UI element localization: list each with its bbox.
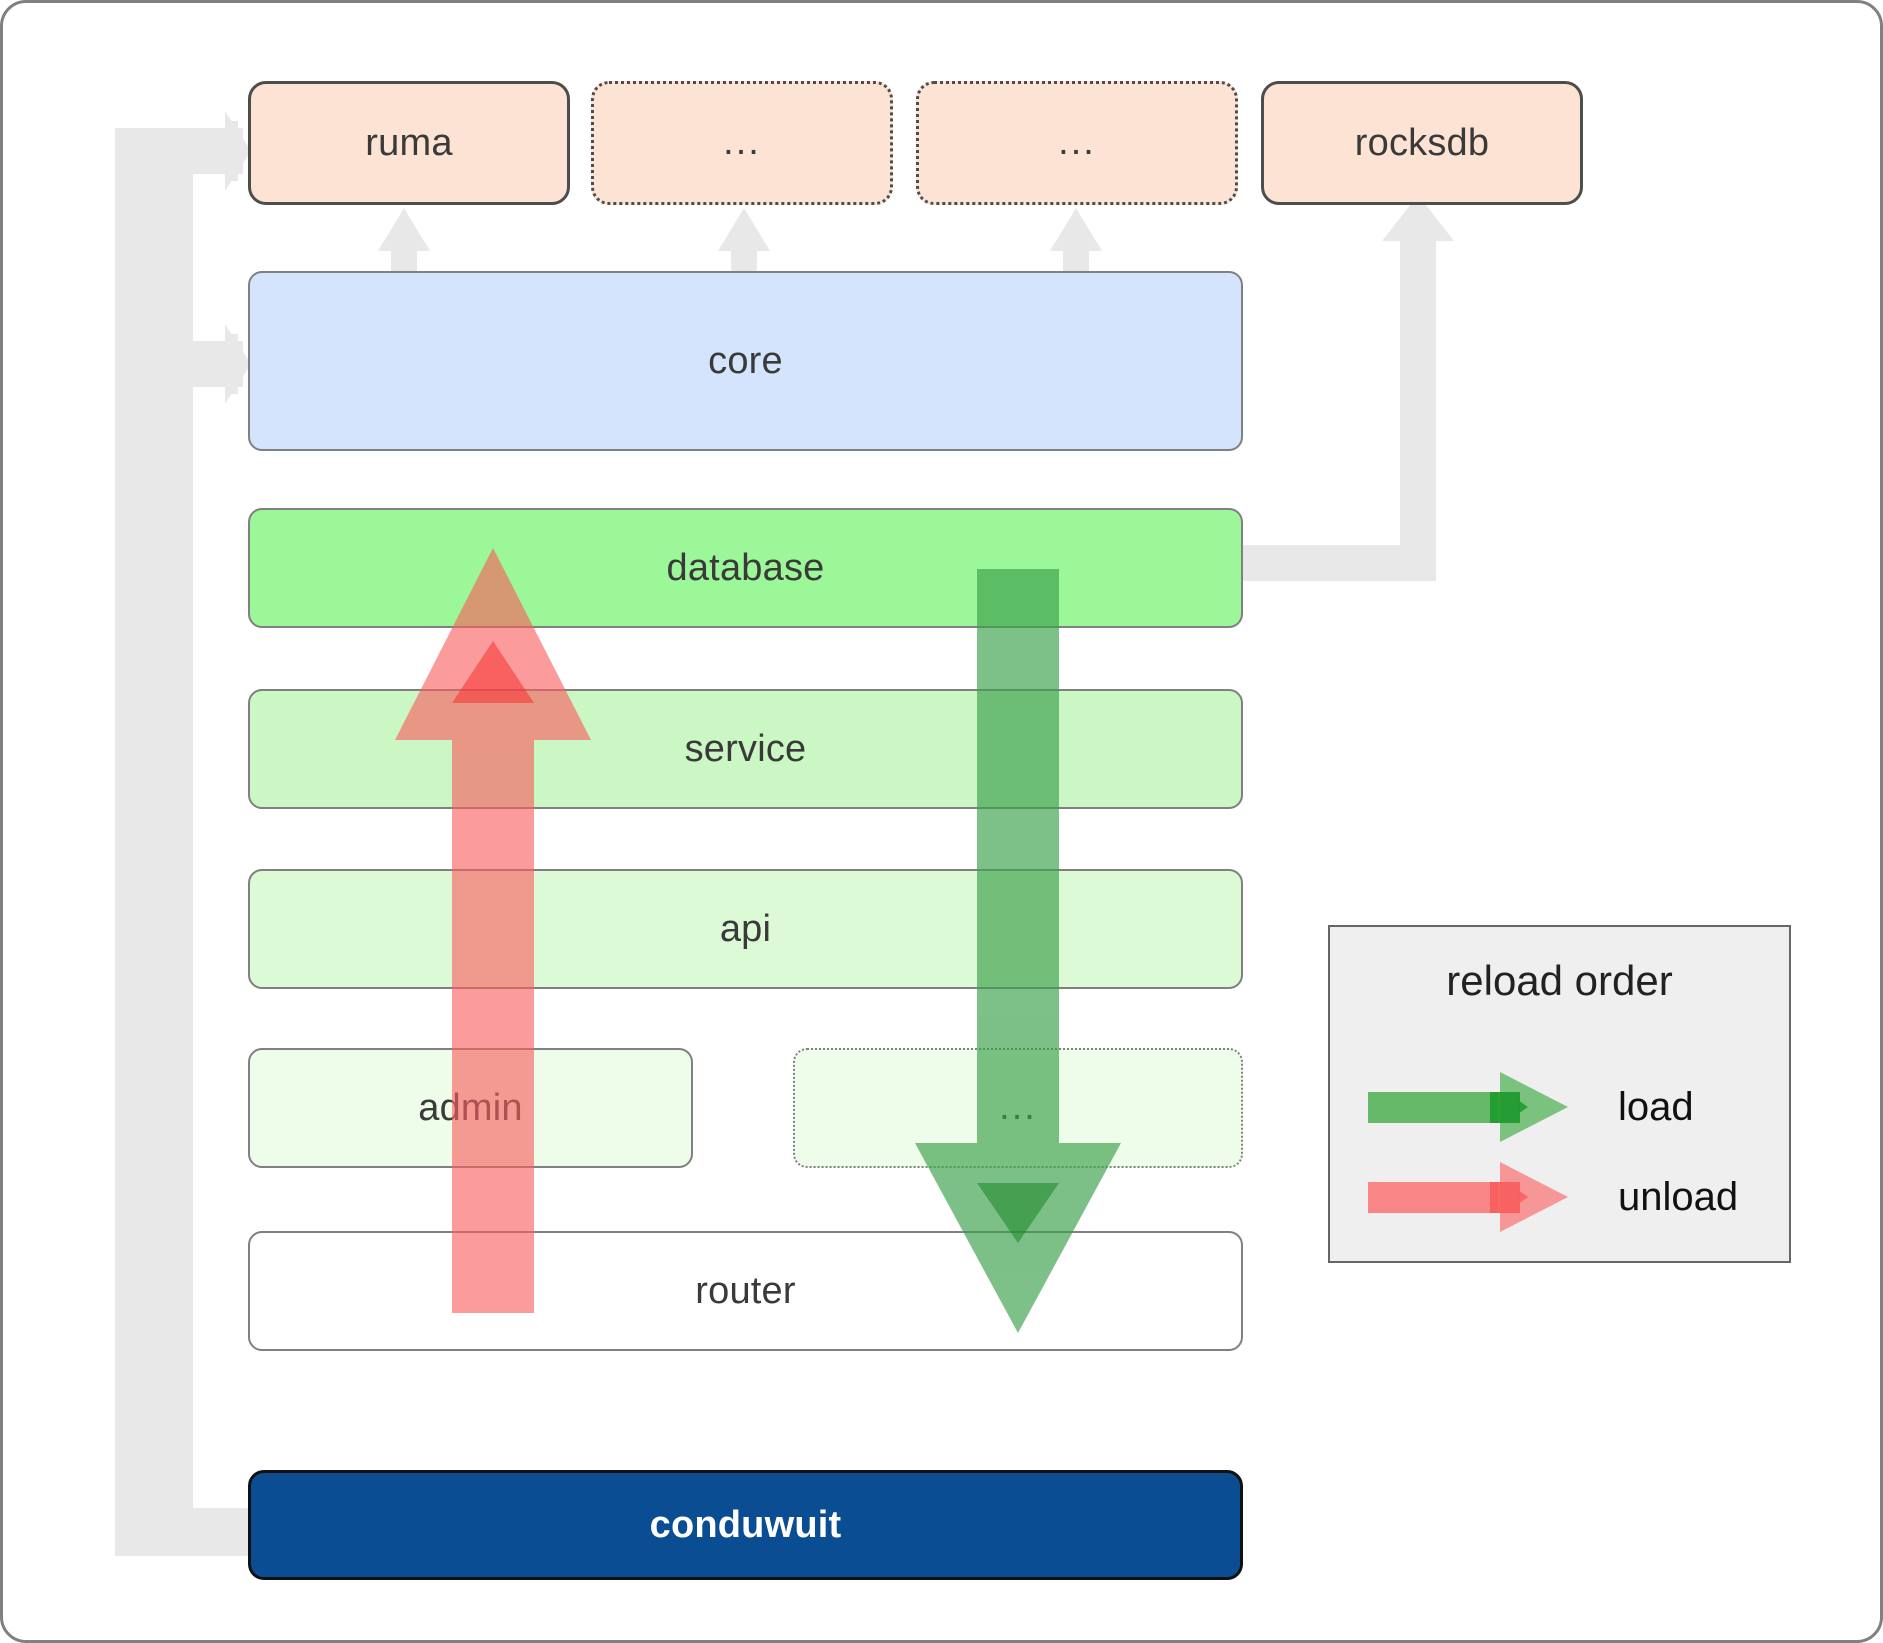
layer-label-database: database: [666, 546, 825, 589]
layer-label-core: core: [708, 339, 783, 382]
legend-panel: reload order load u: [1328, 925, 1791, 1263]
legend-load-arrow-icon: [1368, 1070, 1576, 1144]
dep-box-rocksdb[interactable]: rocksdb: [1261, 81, 1583, 205]
dep-label-placeholder-2: ...: [1058, 121, 1096, 164]
layer-box-core[interactable]: core: [248, 271, 1243, 451]
load-arrow-head-bright: [977, 1183, 1059, 1243]
root-label-conduwuit: conduwuit: [649, 1503, 842, 1546]
layer-box-database[interactable]: database: [248, 508, 1243, 628]
layer-box-router[interactable]: router: [248, 1231, 1243, 1351]
layer-label-router: router: [695, 1269, 796, 1312]
dep-box-placeholder-2[interactable]: ...: [916, 81, 1238, 205]
legend-row-unload: unload: [1330, 1157, 1793, 1237]
crate-stack: core database service api admin ... rout…: [3, 3, 1880, 1640]
layer-label-service: service: [684, 727, 807, 770]
dep-box-placeholder-1[interactable]: ...: [591, 81, 893, 205]
layer-label-api: api: [719, 907, 772, 950]
dep-label-ruma: ruma: [365, 121, 453, 164]
layer-box-api[interactable]: api: [248, 869, 1243, 989]
legend-title: reload order: [1446, 957, 1673, 1004]
reload-order-arrows-layer: [395, 548, 1121, 1333]
legend-load-label: load: [1618, 1084, 1694, 1129]
unload-arrow-head-bright: [452, 641, 534, 703]
legend-unload-label: unload: [1618, 1174, 1739, 1219]
legend-unload-arrow-icon: [1368, 1160, 1576, 1234]
dep-label-rocksdb: rocksdb: [1354, 121, 1490, 164]
layer-box-service[interactable]: service: [248, 689, 1243, 809]
root-box-conduwuit[interactable]: conduwuit: [248, 1470, 1243, 1580]
dependency-row: ruma ... ... rocksdb: [3, 3, 1880, 1640]
connector-arrows-layer: [115, 111, 1454, 1556]
dep-box-ruma[interactable]: ruma: [248, 81, 570, 205]
dep-label-placeholder-1: ...: [723, 121, 761, 164]
legend-row-load: load: [1330, 1067, 1793, 1147]
